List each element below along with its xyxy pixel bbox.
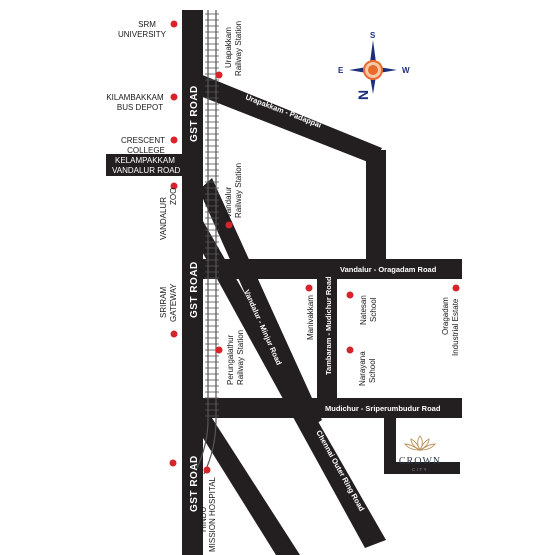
compass-north-letter: N: [355, 90, 371, 100]
kilambakkam-label-line1: KILAMBAKKAM: [106, 93, 164, 102]
vandalur-minjur-road: [199, 178, 322, 430]
srm-label-line1: SRM: [138, 20, 156, 29]
marker-hindu: [203, 466, 211, 474]
vandalur-zoo-label-line1: VANDALUR: [159, 197, 168, 240]
marker-tambaram: [169, 459, 177, 467]
compass-rose: S E W N: [338, 31, 410, 100]
place-markers: [169, 20, 460, 474]
crescent-label-line2: COLLEGE: [127, 146, 165, 155]
mudichur-sriperumbudur-road: [200, 398, 462, 418]
marker-perungalathur: [215, 346, 223, 354]
vandalur-rs-label-line2: Railway Station: [234, 163, 243, 218]
srm-label-line2: UNIVERSITY: [118, 30, 167, 39]
compass-center: [368, 65, 378, 75]
kelambakkam-vandalur-road: [106, 154, 186, 176]
crown-city-spur-bottom: [384, 462, 460, 474]
sriram-label-line2: GATEWAY: [169, 283, 178, 322]
kilambakkam-label-line2: BUS DEPOT: [117, 103, 163, 112]
marker-sriram: [170, 330, 178, 338]
marker-oragadam: [452, 284, 460, 292]
manivakkam-label: Manivakkam: [306, 295, 315, 340]
marker-natesan: [346, 291, 354, 299]
hindu-label-line1: HINDU: [199, 506, 208, 532]
urapakkam-rs-label-line1: Urapakkam: [224, 27, 233, 68]
logo-name: CROWN: [399, 456, 441, 467]
compass-east-letter: E: [338, 66, 344, 75]
urapakkam-rs-label-line2: Railway Station: [234, 21, 243, 76]
marker-vandalur-rs: [225, 221, 233, 229]
perungalathur-label-line2: Railway Station: [236, 330, 245, 385]
logo-sub: CITY: [412, 467, 428, 472]
chennai-outer-ring-road: [199, 214, 386, 548]
perungalathur-label-line1: Perungalathur: [226, 334, 235, 385]
marker-srm: [170, 20, 178, 28]
crescent-label-line1: CRESCENT: [121, 136, 165, 145]
marker-crescent: [170, 136, 178, 144]
vandalur-oragadam-label-right: Vandalur - Oragadam Road: [340, 265, 437, 274]
marker-vandalur-zoo: [170, 182, 178, 190]
gst-road: [182, 10, 203, 555]
tambaram-mudichur-label: Tambaram - Mudichur Road: [324, 276, 333, 375]
mudichur-sriperumbudur-label: Mudichur - Sriperumbudur Road: [325, 404, 441, 413]
rail-ties: [205, 13, 219, 417]
vandalur-zoo-label-line2: ZOO: [169, 188, 178, 205]
marker-manivakkam: [305, 284, 313, 292]
marker-urapakkam-rs: [215, 71, 223, 79]
hindu-label-line2: MISSION HOSPITAL: [208, 476, 217, 552]
compass-west-letter: W: [402, 66, 410, 75]
natesan-label-line1: Natesan: [359, 295, 368, 325]
vandalur-rs-label-line1: Vandalur: [224, 186, 233, 218]
road-network: [106, 10, 462, 555]
crown-city-logo: CROWN CITY: [399, 435, 441, 472]
tambaram-mudichur-road: [317, 279, 337, 399]
sriram-label-line1: SRIRAM: [159, 287, 168, 318]
oragadam-label-line2: Industrial Estate: [451, 298, 460, 356]
gst-road-label-top: GST ROAD: [189, 85, 200, 142]
gst-road-label-bottom: GST ROAD: [189, 455, 200, 512]
marker-narayana: [346, 346, 354, 354]
kelambakkam-label-line1: KELAMPAKKAM: [115, 156, 175, 165]
natesan-label-line2: School: [369, 297, 378, 322]
kelambakkam-label-line2: VANDALUR ROAD: [112, 166, 181, 175]
crown-city-spur: [384, 418, 396, 474]
narayana-label-line2: School: [368, 358, 377, 383]
crown-lotus-icon: [404, 435, 436, 451]
padappai-connector-road: [366, 150, 386, 275]
vandalur-oragadam-road: [200, 259, 462, 279]
oragadam-label-line1: Oragadam: [441, 297, 450, 335]
compass-south-letter: S: [370, 31, 376, 40]
gst-road-label-middle: GST ROAD: [189, 261, 200, 318]
urapakkam-padappai-road: [200, 74, 382, 164]
rail-curve-left: [195, 419, 209, 471]
narayana-label-line1: Narayana: [358, 351, 367, 386]
tambaram-madurovoyal-road: [203, 404, 300, 555]
marker-kilambakkam: [170, 93, 178, 101]
